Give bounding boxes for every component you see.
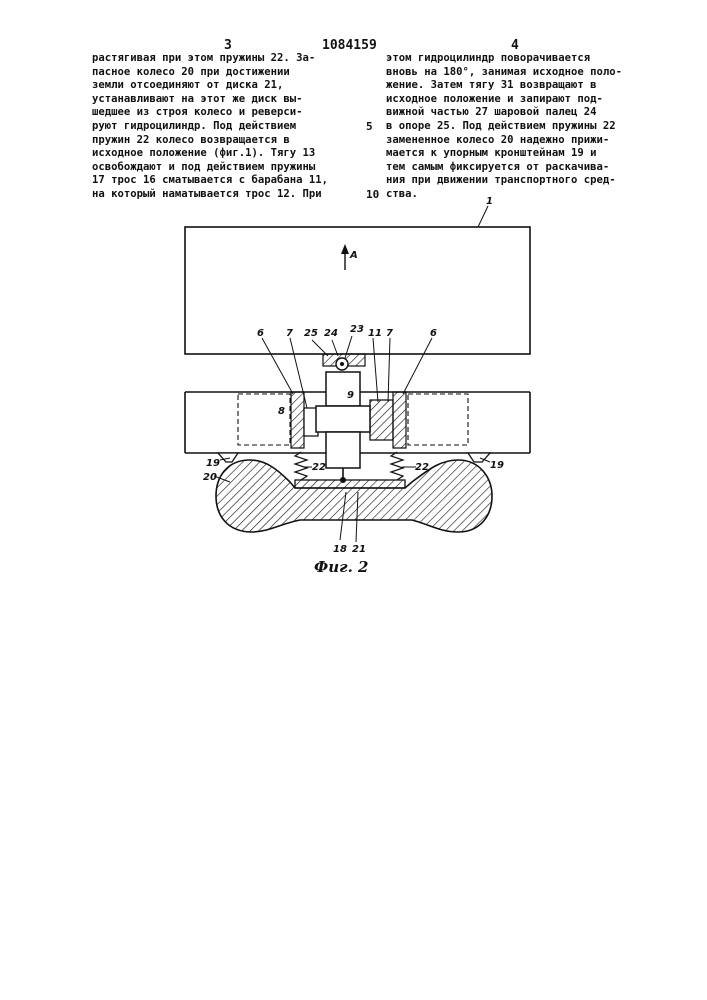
text-line: устанавливают на этот же диск вы-: [92, 93, 328, 107]
text-line: руют гидроцилиндр. Под действием: [92, 120, 328, 134]
label-19-left: 19: [206, 458, 220, 469]
figure-caption: Фиг. 2: [314, 558, 368, 576]
label-7-right: 7: [386, 328, 393, 339]
cylinder-bottom: [326, 432, 360, 468]
label-21: 21: [352, 544, 366, 555]
text-line: ния при движении транспортного сред-: [386, 174, 622, 188]
label-25: 25: [304, 328, 318, 339]
label-arrow-a: A: [349, 250, 358, 261]
cylinder-body: [316, 406, 370, 432]
text-line: в опоре 25. Под действием пружины 22: [386, 120, 622, 134]
right-recess: [408, 394, 468, 445]
text-line: жение. Затем тягу 31 возвращают в: [386, 79, 622, 93]
label-23: 23: [350, 324, 364, 335]
label-7-left: 7: [286, 328, 293, 339]
label-24: 24: [324, 328, 338, 339]
left-text-column: растягивая при этом пружины 22. За- пасн…: [92, 52, 328, 202]
right-bracket: [393, 392, 406, 448]
label-22-left: 22: [312, 462, 326, 473]
text-line: замененное колесо 20 надежно прижи-: [386, 134, 622, 148]
spare-wheel: [216, 460, 492, 532]
direction-arrow-icon: [341, 244, 349, 270]
text-line: растягивая при этом пружины 22. За-: [92, 52, 328, 66]
text-line: исходное положение (фиг.1). Тягу 13: [92, 147, 328, 161]
leader-line: [478, 206, 488, 227]
technical-drawing: 1 A 6 7 25 24 23 11 7 6 8 9 19 19 20 22 …: [0, 195, 707, 585]
label-9: 9: [347, 390, 354, 401]
text-line: земли отсоединяют от диска 21,: [92, 79, 328, 93]
label-6-right: 6: [430, 328, 437, 339]
wheel-disc: [295, 480, 405, 488]
label-18: 18: [333, 544, 347, 555]
left-bracket: [291, 392, 304, 448]
text-line: исходное положение и запирают под-: [386, 93, 622, 107]
label-8: 8: [278, 406, 285, 417]
left-recess: [238, 394, 290, 445]
text-line: мается к упорным кронштейнам 19 и: [386, 147, 622, 161]
text-line: пружин 22 колесо возвращается в: [92, 134, 328, 148]
right-page-number: 4: [511, 38, 519, 53]
text-line: 17 трос 16 сматывается с барабана 11,: [92, 174, 328, 188]
label-1: 1: [486, 196, 493, 207]
text-line: вновь на 180°, занимая исходное поло-: [386, 66, 622, 80]
label-20: 20: [203, 472, 217, 483]
leader-line: [403, 338, 432, 394]
text-line: этом гидроцилиндр поворачивается: [386, 52, 622, 66]
label-11: 11: [368, 328, 382, 339]
text-line: освобождают и под действием пружины: [92, 161, 328, 175]
label-22-right: 22: [415, 462, 429, 473]
right-spring: [391, 452, 403, 480]
label-19-right: 19: [490, 460, 504, 471]
leader-line: [262, 338, 293, 394]
left-spring: [295, 452, 307, 480]
text-line: вижной частью 27 шаровой палец 24: [386, 106, 622, 120]
left-stop-bracket: [218, 453, 238, 462]
patent-number: 1084159: [322, 38, 377, 53]
label-6-left: 6: [257, 328, 264, 339]
cylinder-top: [326, 372, 360, 406]
right-text-column: этом гидроцилиндр поворачивается вновь н…: [386, 52, 622, 202]
ball-pin-center: [340, 362, 344, 366]
line-number-5: 5: [366, 120, 373, 133]
text-line: тем самым фиксируется от раскачива-: [386, 161, 622, 175]
right-roller: [370, 400, 393, 440]
text-line: шедшее из строя колесо и реверси-: [92, 106, 328, 120]
text-line: пасное колесо 20 при достижении: [92, 66, 328, 80]
left-page-number: 3: [224, 38, 232, 53]
